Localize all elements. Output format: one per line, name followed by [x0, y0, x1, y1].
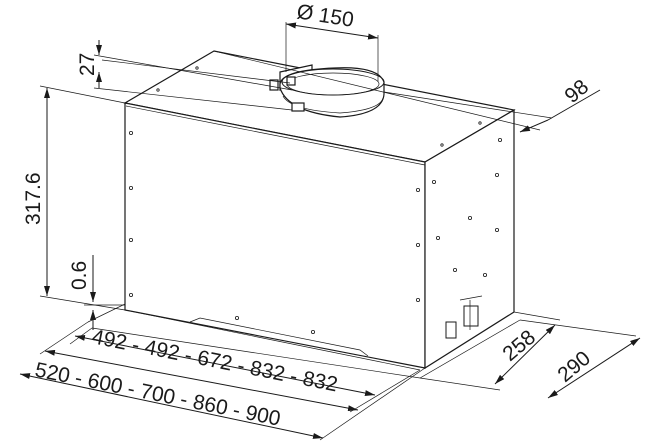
connector-symbols — [445, 295, 483, 339]
collar-offset-label: 98 — [560, 75, 593, 108]
screw-holes — [128, 66, 502, 334]
height-label: 317.6 — [22, 172, 45, 225]
extension-lines — [39, 22, 637, 441]
side-face — [424, 108, 515, 370]
collar-height-label: 27 — [76, 53, 99, 76]
bottom-gap-label: 0.6 — [68, 261, 91, 290]
outer-depth-label: 290 — [553, 347, 595, 387]
dimension-lines — [19, 22, 641, 439]
duct-collar — [269, 64, 385, 118]
inner-depth-label: 258 — [498, 326, 540, 366]
